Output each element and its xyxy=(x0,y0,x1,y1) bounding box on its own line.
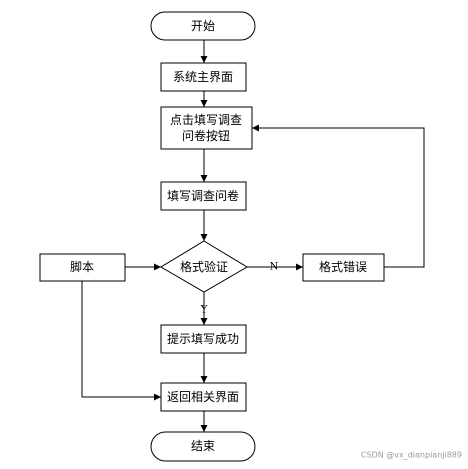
end-label: 结束 xyxy=(191,439,215,453)
return-ui-box xyxy=(160,382,247,412)
script-label: 脚本 xyxy=(70,259,94,274)
end-node: 结束 xyxy=(150,431,256,462)
validate-diamond xyxy=(160,240,248,293)
click-survey-button-label-line1: 点击填写调查 xyxy=(170,113,242,127)
main-ui-label: 系统主界面 xyxy=(173,70,233,84)
start-node: 开始 xyxy=(150,11,256,41)
script-node: 脚本 xyxy=(39,253,126,282)
click-survey-button-box xyxy=(160,106,253,150)
click-survey-button-node: 点击填写调查 问卷按钮 xyxy=(160,106,253,150)
edge-label-no: N xyxy=(270,262,279,273)
return-ui-label: 返回相关界面 xyxy=(167,390,239,404)
format-error-label: 格式错误 xyxy=(319,259,367,274)
main-ui-box xyxy=(160,62,247,92)
fill-survey-node: 填写调查问卷 xyxy=(160,181,247,211)
main-ui-node: 系统主界面 xyxy=(160,62,247,92)
start-label: 开始 xyxy=(191,19,215,33)
success-label: 提示填写成功 xyxy=(167,331,239,346)
script-box xyxy=(39,253,126,282)
return-ui-node: 返回相关界面 xyxy=(160,382,247,412)
fill-survey-label: 填写调查问卷 xyxy=(167,188,239,203)
edge-script-to-return xyxy=(81,281,161,401)
format-error-node: 格式错误 xyxy=(302,253,385,282)
edge-label-yes: Y xyxy=(200,305,208,316)
validate-node: 格式验证 xyxy=(160,240,248,293)
validate-label: 格式验证 xyxy=(180,259,228,274)
watermark: CSDN @vx_dianpianji889 xyxy=(361,451,462,460)
end-terminator xyxy=(150,431,256,462)
success-node: 提示填写成功 xyxy=(160,324,247,354)
format-error-box xyxy=(302,253,385,282)
fill-survey-box xyxy=(160,181,247,211)
start-terminator xyxy=(150,11,256,41)
edge-error-to-click xyxy=(252,124,425,268)
click-survey-button-label-line2: 问卷按钮 xyxy=(182,128,230,143)
success-box xyxy=(160,324,247,354)
